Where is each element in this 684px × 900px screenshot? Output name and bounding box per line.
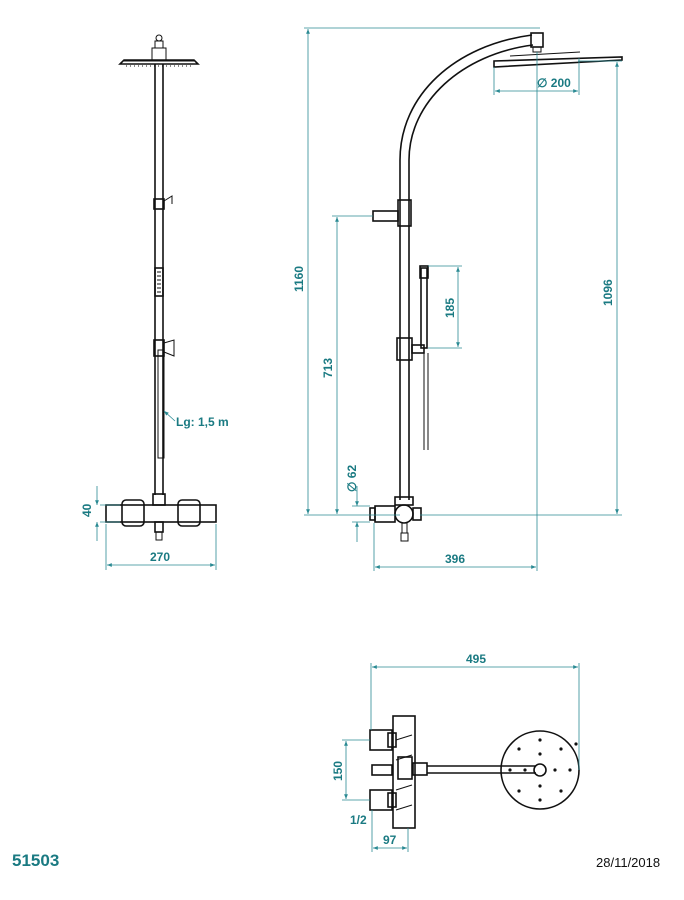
top-dim-total-length: 495	[370, 652, 580, 770]
side-dim-total-height: 1160	[292, 27, 540, 516]
front-dim-height: 40	[80, 486, 120, 541]
side-curved-riser	[399, 32, 544, 500]
top-shower-head	[500, 730, 580, 810]
side-view: 1160 713 ∅ 62 185 ∅ 200	[292, 27, 623, 571]
top-dim-depth: 97	[371, 810, 409, 852]
projection-dim-label: 396	[445, 552, 465, 566]
top-dim-inlet-distance: 150	[331, 739, 370, 801]
front-shower-head	[118, 34, 200, 67]
side-dim-holder-height: 713	[321, 215, 373, 514]
handshower-length-dim-label: 185	[443, 298, 457, 318]
side-dim-handshower-length: 185	[428, 265, 462, 349]
front-hand-shower	[154, 267, 165, 459]
side-mixer	[369, 496, 422, 542]
side-dim-head-height: 1096	[420, 60, 622, 516]
top-shower-arm	[427, 763, 547, 777]
product-code: 51503	[12, 851, 60, 870]
side-shower-head	[493, 51, 623, 68]
front-view: Lg: 1,5 m 40 270	[80, 34, 229, 570]
total-length-dim-label: 495	[466, 652, 486, 666]
holder-height-dim-label: 713	[321, 358, 335, 378]
thread-size-label: 1/2	[350, 813, 367, 827]
head-diameter-dim-label: ∅ 200	[537, 76, 571, 90]
side-dim-inlet-diameter: ∅ 62	[345, 465, 370, 542]
total-height-dim-label: 1160	[292, 266, 306, 292]
front-mixer	[105, 493, 217, 541]
front-width-dim-label: 270	[150, 550, 170, 564]
drawing-date: 28/11/2018	[596, 855, 661, 870]
side-dim-projection: 396	[373, 52, 538, 571]
hose-length-label: Lg: 1,5 m	[176, 415, 229, 429]
inlet-distance-dim-label: 150	[331, 761, 345, 781]
front-height-dim-label: 40	[80, 503, 94, 517]
head-height-dim-label: 1096	[601, 279, 615, 306]
top-handles	[369, 729, 428, 811]
side-upper-holder	[372, 199, 412, 227]
depth-dim-label: 97	[383, 833, 397, 847]
front-dim-width: 270	[105, 524, 217, 570]
inlet-diameter-dim-label: ∅ 62	[345, 465, 359, 492]
side-dim-head-diameter: ∅ 200	[493, 58, 580, 95]
side-slider	[396, 265, 429, 450]
top-view: 495 150 1/2 97	[331, 652, 580, 852]
